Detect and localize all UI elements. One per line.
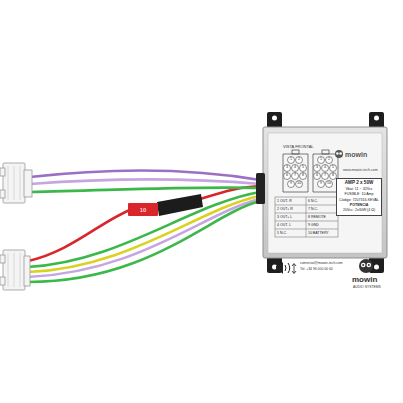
mounting-tab (267, 112, 384, 273)
pin-number: 10 (327, 182, 331, 186)
pin-circles (284, 157, 337, 188)
pin-number: 5 (302, 166, 304, 170)
pin-number: 5 (332, 166, 334, 170)
brand-name: mowin (352, 276, 377, 284)
pin-table-cell: 9 GND (308, 224, 319, 228)
pin-number: 1 (320, 158, 322, 162)
plug-ridges (8, 166, 20, 287)
pin-table-cell: 7 N.C. (308, 208, 318, 212)
pin-number: 8 (302, 174, 304, 178)
spec-line: POTENCIA (339, 203, 379, 208)
pin-table-cell: 2 OUT+ R (277, 208, 293, 212)
pin-number: 9 (320, 182, 322, 186)
pin-number: 2 (298, 158, 300, 162)
spec-line: FUSIBLE: 10 Amp (339, 192, 379, 197)
pin-table-cell: 5 N.C. (277, 232, 287, 236)
website: www.mowin-tech.com (343, 169, 378, 173)
pin-number: 9 (290, 182, 292, 186)
pin-number: 3 (316, 166, 318, 170)
pin-number: 7 (294, 174, 296, 178)
speaker-symbol (276, 262, 296, 274)
brand-name: mowin (345, 151, 367, 158)
wire-harness (28, 171, 260, 282)
view-title: VISTA FRONTAL (283, 144, 314, 149)
housing (263, 127, 387, 258)
amplifier-housing: VISTA FRONTAL AMP 2 x 50WVbat: 11 ~ 32Vcc… (265, 130, 385, 255)
pin-number: 4 (324, 166, 326, 170)
pin-number: 10 (297, 182, 301, 186)
pin-number: 6 (286, 174, 288, 178)
contact-email: comercial@mowin-tech.com (300, 262, 343, 265)
pin-table-cell: 1 OUT- R (277, 200, 292, 204)
pin-number: 1 (290, 158, 292, 162)
spec-box: AMP 2 x 50WVbat: 11 ~ 32VccFUSIBLE: 10 A… (336, 178, 382, 216)
pin-table-grid (275, 197, 338, 237)
label-plate (268, 133, 382, 253)
pin-number: 8 (332, 174, 334, 178)
pin-table-cell: 10 BATTERY (308, 232, 329, 236)
fuse: 10 (128, 203, 158, 216)
pin-connector-outline (283, 150, 338, 192)
fuse-rating: 10 (140, 207, 147, 213)
spec-line: 20Vcc: 2x30W (4 Ω) (339, 208, 379, 213)
spec-line: AMP 2 x 50W (339, 180, 379, 187)
pin-table-cell: 4 OUT- L (277, 224, 291, 228)
spec-line: Código: 7207316-KEVAL (339, 198, 379, 203)
plug (0, 163, 32, 290)
pin-table-cell: 6 N.C. (308, 200, 318, 204)
contact-phone: Tel: +34 96 000 00 00 (300, 268, 333, 271)
fuse-holder (157, 194, 203, 216)
pin-number: 4 (294, 166, 296, 170)
pin-number: 6 (316, 174, 318, 178)
brand-tagline: AUDIO SYSTEMS (353, 286, 381, 289)
grommet (256, 173, 265, 204)
spec-line: Vbat: 11 ~ 32Vcc (339, 187, 379, 192)
pin-number: 3 (286, 166, 288, 170)
pin-number: 2 (328, 158, 330, 162)
pin-number: 7 (324, 174, 326, 178)
pin-table-cell: 8 REMOTE (308, 216, 326, 220)
pin-table-cell: 3 OUT+ L (277, 216, 292, 220)
